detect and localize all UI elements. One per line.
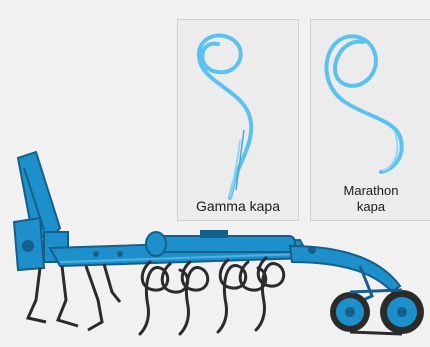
gamma-tine-card: Gamma kapa bbox=[177, 19, 299, 221]
marathon-tine-icon bbox=[324, 34, 404, 174]
gamma-tine-caption: Gamma kapa bbox=[195, 198, 281, 214]
gamma-tine-icon bbox=[196, 33, 254, 200]
marathon-tine-card: Marathon kapa bbox=[310, 19, 430, 221]
marathon-tine-caption: Marathon kapa bbox=[343, 183, 399, 214]
